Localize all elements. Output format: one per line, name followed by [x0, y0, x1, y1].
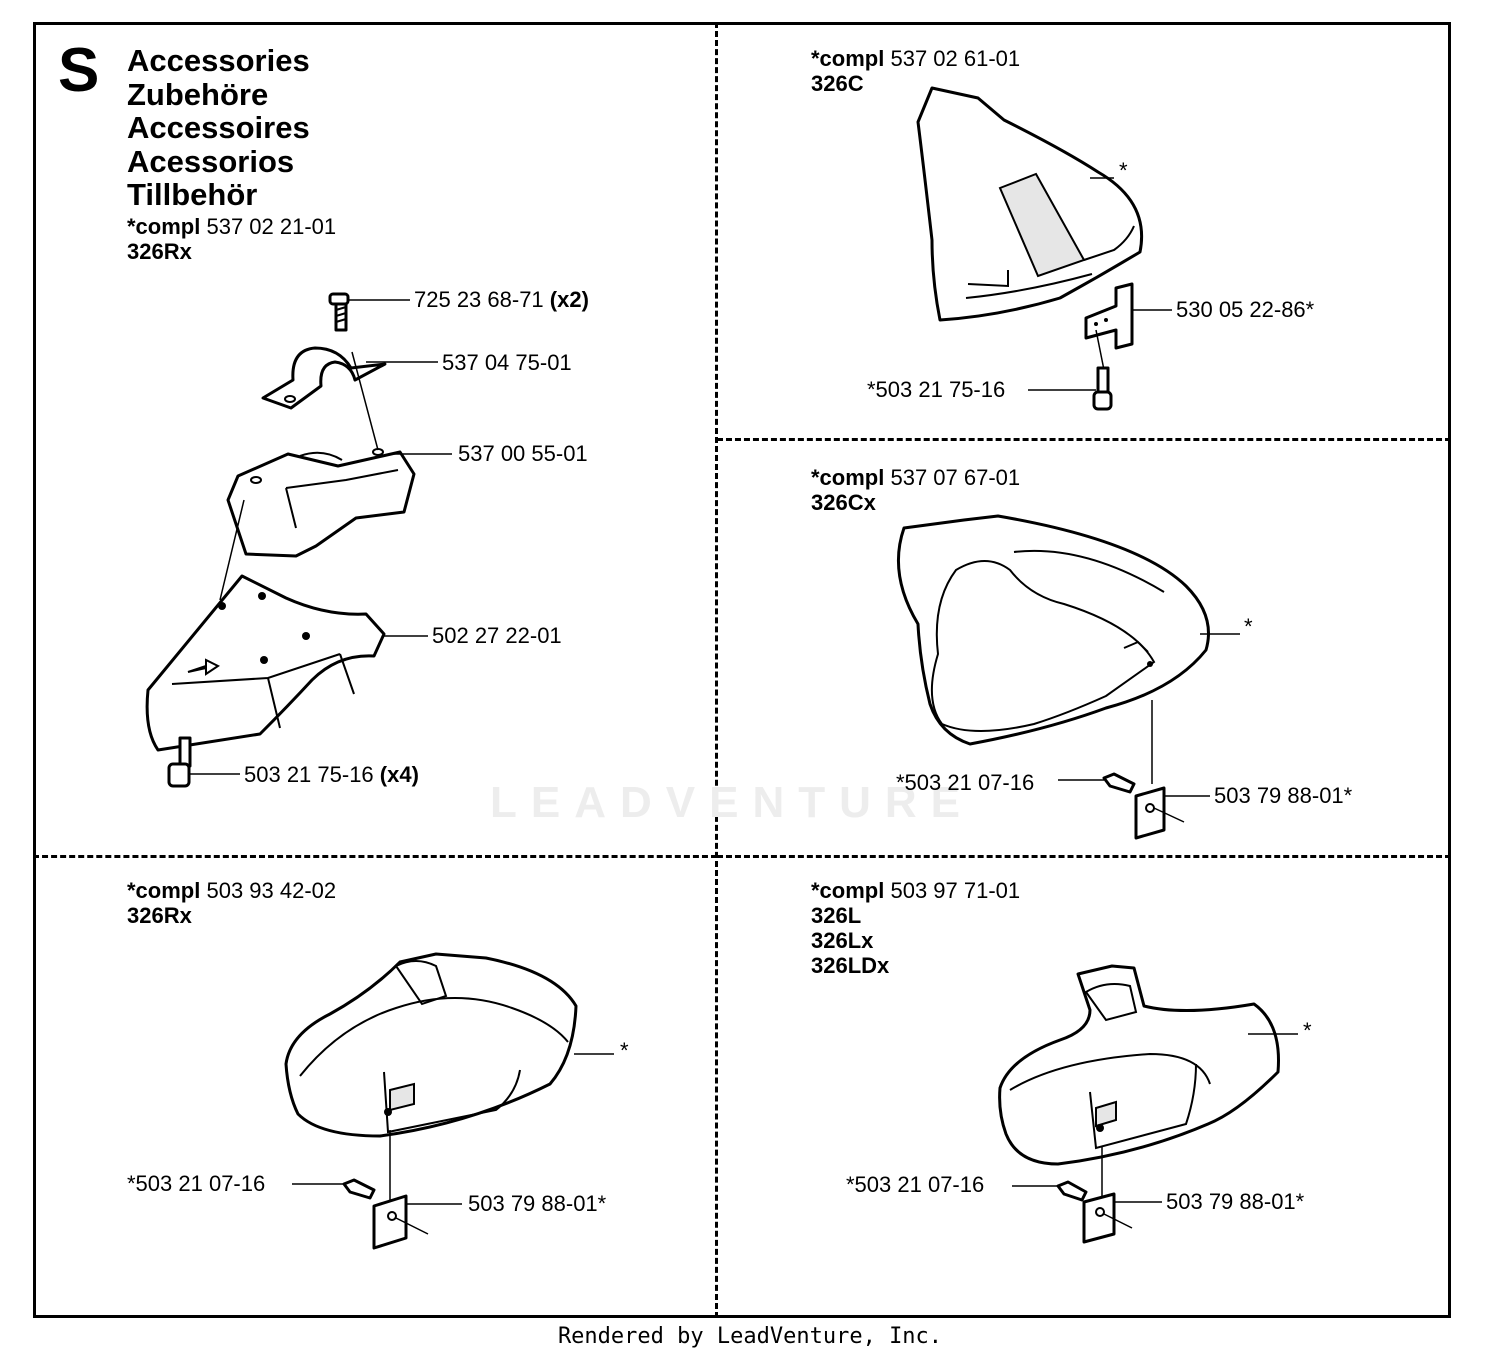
horizontal-divider-left — [33, 855, 717, 858]
horizontal-divider-right-upper — [717, 438, 1451, 441]
compl-number: 503 93 42-02 — [206, 878, 337, 903]
screw-drawing — [1092, 366, 1113, 411]
model-name: 326L — [811, 903, 862, 928]
part-label: *503 21 07-16 — [896, 770, 1035, 795]
compl-top-left: *compl 537 02 21-01 326Rx — [127, 214, 336, 264]
title-de: Zubehöre — [127, 76, 269, 112]
model-name: 326Rx — [127, 903, 192, 928]
screw-drawing — [167, 736, 192, 788]
guard-drawing — [284, 952, 578, 1138]
footer-credit: Rendered by LeadVenture, Inc. — [557, 1324, 943, 1349]
bracket-drawing — [226, 448, 416, 558]
compl-number: 537 02 21-01 — [206, 214, 337, 239]
compl-label: *compl — [811, 46, 885, 71]
model-name: 326C — [811, 71, 864, 96]
compl-middle-right: *compl 537 07 67-01 326Cx — [811, 465, 1020, 515]
compl-label: *compl — [127, 214, 201, 239]
part-label: * — [1244, 614, 1253, 639]
part-label: 502 27 22-01 — [432, 623, 562, 648]
screw-drawing — [1056, 1180, 1088, 1202]
compl-number: 503 97 71-01 — [890, 878, 1021, 903]
part-label: 725 23 68-71 (x2) — [414, 287, 589, 312]
guard-drawing — [145, 574, 386, 752]
part-label: 503 79 88-01* — [1214, 783, 1353, 808]
compl-label: *compl — [811, 465, 885, 490]
part-label: 530 05 22-86* — [1176, 297, 1315, 322]
nut-plate-drawing — [1082, 1192, 1116, 1244]
screw-drawing — [1102, 772, 1136, 794]
screw-drawing — [328, 292, 350, 332]
vertical-divider — [715, 22, 718, 1318]
part-label: *503 21 75-16 — [867, 377, 1006, 402]
compl-top-right: *compl 537 02 61-01 326C — [811, 46, 1020, 96]
part-label: * — [1303, 1018, 1312, 1043]
model-name: 326Cx — [811, 490, 876, 515]
section-titles: Accessories Zubehöre Accessoires Acessor… — [127, 44, 310, 212]
part-label: * — [1119, 158, 1128, 183]
model-name: 326Rx — [127, 239, 192, 264]
compl-bottom-right: *compl 503 97 71-01 326L 326Lx 326LDx — [811, 878, 1020, 978]
part-label: * — [620, 1038, 629, 1063]
section-letter: S — [58, 36, 100, 105]
bracket-drawing — [1084, 282, 1134, 350]
title-fr: Accessoires — [127, 110, 310, 145]
part-label: 503 79 88-01* — [468, 1191, 607, 1216]
guard-drawing — [998, 964, 1280, 1166]
compl-label: *compl — [127, 878, 201, 903]
guard-drawing — [916, 86, 1144, 322]
nut-plate-drawing — [372, 1194, 408, 1250]
title-sv: Tillbehör — [127, 177, 258, 212]
title-pt: Acessorios — [127, 143, 295, 179]
horizontal-divider-right — [717, 855, 1451, 858]
compl-label: *compl — [811, 878, 885, 903]
part-label: 503 21 75-16 (x4) — [244, 762, 419, 787]
part-label: 537 04 75-01 — [442, 350, 572, 375]
title-en: Accessories — [127, 43, 310, 78]
compl-bottom-left: *compl 503 93 42-02 326Rx — [127, 878, 336, 928]
part-label: 503 79 88-01* — [1166, 1189, 1305, 1214]
part-label: *503 21 07-16 — [846, 1172, 985, 1197]
watermark: LEADVENTURE — [490, 778, 975, 827]
part-label: *503 21 07-16 — [127, 1171, 266, 1196]
model-name: 326LDx — [811, 953, 890, 978]
model-name: 326Lx — [811, 928, 874, 953]
compl-number: 537 02 61-01 — [890, 46, 1021, 71]
guard-drawing — [896, 514, 1210, 746]
part-label: 537 00 55-01 — [458, 441, 588, 466]
screw-drawing — [342, 1178, 376, 1200]
compl-number: 537 07 67-01 — [890, 465, 1021, 490]
diagram-frame — [33, 22, 1451, 1318]
nut-plate-drawing — [1134, 786, 1166, 840]
clamp-drawing — [261, 346, 387, 410]
